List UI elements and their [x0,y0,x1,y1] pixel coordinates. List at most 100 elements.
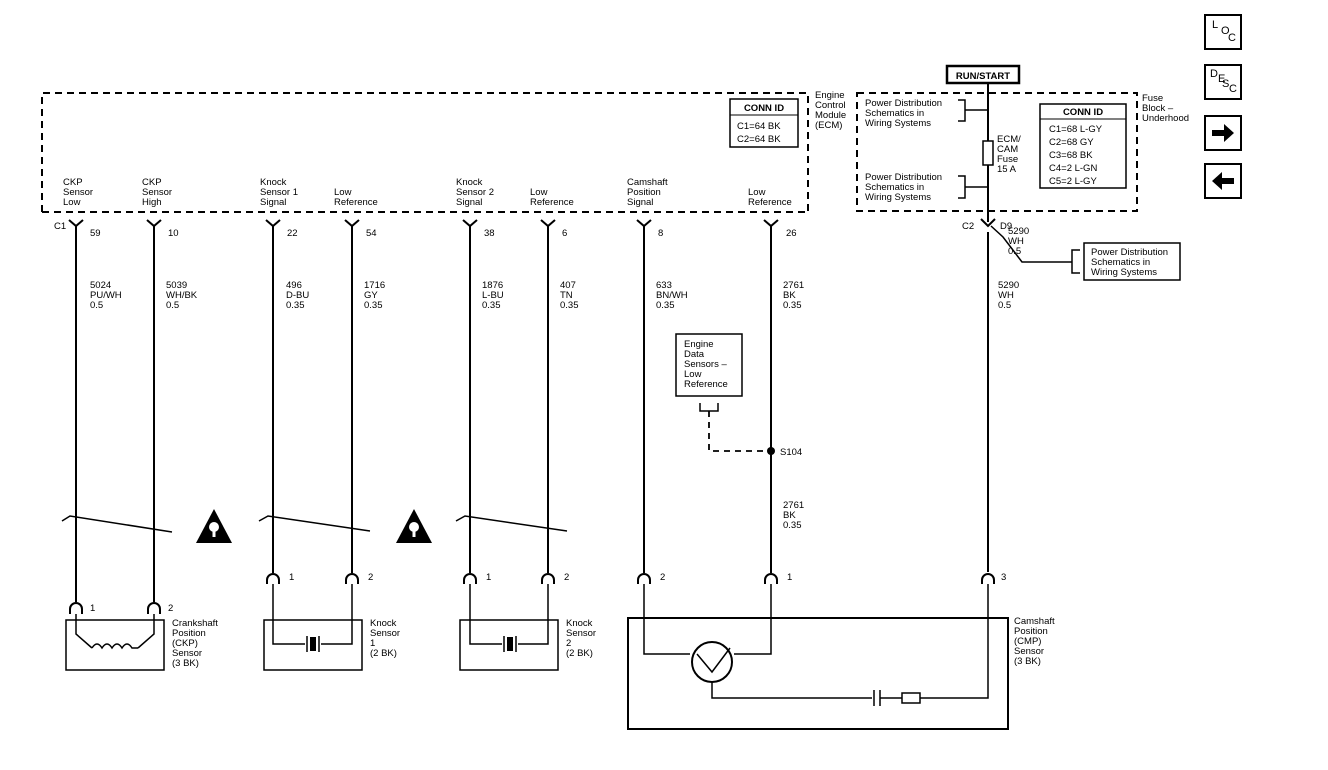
previous-page-button[interactable] [1204,163,1242,199]
svg-text:High: High [142,197,162,208]
svg-text:CONN ID: CONN ID [744,103,784,114]
svg-text:(ECM): (ECM) [815,120,842,131]
svg-text:15 A: 15 A [997,164,1017,175]
svg-text:0.35: 0.35 [560,300,579,311]
svg-text:GY: GY [364,290,378,301]
svg-text:Sensor: Sensor [142,187,172,198]
svg-text:C4=2 L-GN: C4=2 L-GN [1049,163,1097,174]
svg-text:Signal: Signal [260,197,286,208]
svg-text:22: 22 [287,228,298,239]
sensor-pin-numbers: 1 2 1 2 1 2 2 1 3 [90,572,1006,614]
svg-text:CKP: CKP [63,177,83,188]
svg-text:1: 1 [787,572,792,583]
svg-text:Sensors –: Sensors – [684,359,727,370]
fuse-block-label: Fuse Block – Underhood [1142,93,1189,124]
engine-data-sensors-ref: Engine Data Sensors – Low Reference [675,333,768,452]
ecm-label: Engine Control Module (ECM) [815,90,846,131]
svg-text:1: 1 [90,603,95,614]
svg-text:2: 2 [566,638,571,649]
svg-text:WH: WH [1008,236,1024,247]
svg-text:Engine: Engine [815,90,845,101]
svg-text:C1=68 L-GY: C1=68 L-GY [1049,124,1103,135]
svg-text:C1=64 BK: C1=64 BK [737,121,781,132]
svg-text:Knock: Knock [260,177,287,188]
location-icon: L O C [1212,19,1236,44]
warning-icon [196,509,232,543]
svg-text:C5=2 L-GY: C5=2 L-GY [1049,176,1097,187]
svg-text:Camshaft: Camshaft [627,177,668,188]
cmp-feed-wire-label: 5290 WH 0.5 [998,280,1019,311]
branch-power-distribution-ref: Power Distribution Schematics in Wiring … [1062,242,1181,281]
wire-labels: 5024 PU/WH 0.5 5039 WH/BK 0.5 496 D-BU 0… [90,280,804,311]
svg-text:0.5: 0.5 [90,300,103,311]
svg-text:Data: Data [684,349,705,360]
svg-text:C2=64 BK: C2=64 BK [737,134,781,145]
svg-text:Knock: Knock [370,618,397,629]
cmp-sensor: Camshaft Position (CMP) Sensor (3 BK) [627,584,1055,730]
svg-text:L-BU: L-BU [482,290,504,301]
warning-icon [396,509,432,543]
ecm-connector-id: C1 [54,221,66,232]
ecm-pin-numbers: 59 10 22 54 38 6 8 26 [90,228,797,239]
svg-text:Reference: Reference [530,197,574,208]
svg-text:Sensor: Sensor [172,648,202,659]
svg-text:1876: 1876 [482,280,503,291]
svg-text:10: 10 [168,228,179,239]
svg-text:0.35: 0.35 [364,300,383,311]
svg-text:1: 1 [486,572,491,583]
svg-text:S104: S104 [780,447,802,458]
svg-text:Sensor: Sensor [566,628,596,639]
svg-text:(2 BK): (2 BK) [566,648,593,659]
svg-text:Power Distribution: Power Distribution [865,172,942,183]
fuse-block-boundary [856,92,1138,212]
svg-text:(3 BK): (3 BK) [1014,656,1041,667]
svg-text:BK: BK [783,290,796,301]
svg-text:(2 BK): (2 BK) [370,648,397,659]
svg-text:0.5: 0.5 [998,300,1011,311]
svg-text:Low: Low [334,187,352,198]
svg-text:Fuse: Fuse [997,154,1018,165]
svg-text:Wiring Systems: Wiring Systems [865,192,931,203]
next-page-button[interactable] [1204,115,1242,151]
svg-text:Schematics in: Schematics in [865,108,924,119]
svg-text:RUN/START: RUN/START [956,71,1010,82]
svg-text:0.35: 0.35 [286,300,305,311]
svg-text:2: 2 [564,572,569,583]
svg-text:D-BU: D-BU [286,290,309,301]
svg-text:Camshaft: Camshaft [1014,616,1055,627]
svg-text:59: 59 [90,228,101,239]
svg-text:Module: Module [815,110,846,121]
svg-text:0.5: 0.5 [166,300,179,311]
svg-text:38: 38 [484,228,495,239]
location-button[interactable]: L O C [1204,14,1242,50]
svg-text:Wiring Systems: Wiring Systems [865,118,931,129]
svg-text:0.35: 0.35 [482,300,501,311]
svg-text:Schematics in: Schematics in [1091,257,1150,268]
svg-text:C2=68 GY: C2=68 GY [1049,137,1094,148]
description-icon: D E S C [1210,68,1237,95]
svg-text:6: 6 [562,228,567,239]
ecm-wires [68,219,779,602]
svg-text:Position: Position [1014,626,1048,637]
fuse-block-connector-id: C2 [962,221,974,232]
svg-text:Sensor 1: Sensor 1 [260,187,298,198]
svg-text:1: 1 [289,572,294,583]
svg-text:5290: 5290 [998,280,1019,291]
svg-text:Fuse: Fuse [1142,93,1163,104]
svg-text:WH: WH [998,290,1014,301]
svg-text:Knock: Knock [566,618,593,629]
splice-s104: S104 2761 BK 0.35 [767,447,804,531]
power-distribution-ref-top: Power Distribution Schematics in Wiring … [865,98,988,129]
svg-text:1716: 1716 [364,280,385,291]
fuse-branch-wire-label: 5290 WH 0.5 [1008,226,1029,257]
svg-text:Low: Low [530,187,548,198]
svg-text:Power Distribution: Power Distribution [865,98,942,109]
knock-sensor-2: Knock Sensor 2 (2 BK) [459,584,596,671]
svg-text:Position: Position [627,187,661,198]
description-button[interactable]: D E S C [1204,64,1242,100]
svg-text:Position: Position [172,628,206,639]
svg-text:2: 2 [168,603,173,614]
svg-text:2: 2 [660,572,665,583]
svg-text:Sensor: Sensor [63,187,93,198]
